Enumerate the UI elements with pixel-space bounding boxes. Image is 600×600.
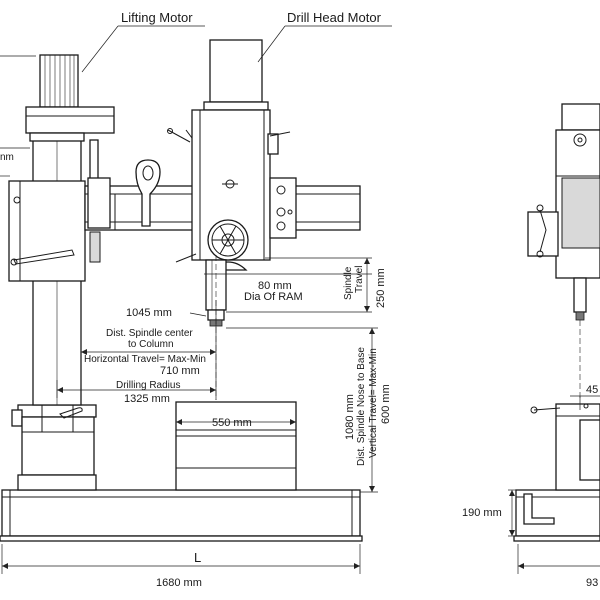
base-plate — [0, 489, 363, 542]
drill-head-motor — [203, 39, 269, 111]
side-view — [513, 103, 600, 542]
spindle-travel-label-2: Travel — [354, 266, 365, 293]
top-left-fragment-label: nm — [0, 152, 14, 163]
base-length-symbol: L — [194, 550, 201, 565]
side-45-fragment: 45 — [586, 384, 598, 396]
side-93-fragment: 93 — [586, 577, 598, 589]
spindle-travel-label-1: Spindle — [343, 266, 354, 300]
horizontal-travel-value: 710 mm — [160, 365, 200, 377]
dist-spindle-column-label-2: to Column — [128, 339, 174, 350]
dist-spindle-column-label-1: Dist. Spindle center — [106, 328, 193, 339]
column-base-housing — [11, 404, 97, 491]
lifting-motor — [25, 54, 115, 187]
vertical-travel-value: 600 mm — [380, 384, 392, 424]
arm-sleeve — [8, 180, 86, 282]
horizontal-travel-label: Horizontal Travel= Max-Min — [84, 354, 206, 365]
nose-base-label: Dist. Spindle Nose to Base — [356, 347, 367, 466]
lifting-eye — [135, 159, 161, 227]
front-view — [0, 39, 363, 542]
drilling-radius-label: Drilling Radius — [116, 380, 180, 391]
work-table — [175, 401, 297, 491]
ram-dia-value: 80 mm — [258, 280, 292, 292]
annotations: Lifting Motor Drill Head Motor nm 80 mm … — [0, 10, 600, 589]
drilling-radius-value: 1325 mm — [124, 393, 170, 405]
base-length-value: 1680 mm — [156, 577, 202, 589]
ram-dia-label: Dia Of RAM — [244, 291, 303, 303]
spindle-travel-value: 250 mm — [375, 268, 387, 308]
base-height-value: 190 mm — [462, 507, 502, 519]
nose-base-value: 1080 mm — [344, 394, 356, 440]
lifting-motor-label: Lifting Motor — [121, 10, 193, 25]
dist-spindle-column-value: 1045 mm — [126, 307, 172, 319]
table-width-value: 550 mm — [212, 417, 252, 429]
vertical-travel-label: Vertical Travel= Max-Min — [368, 348, 379, 458]
drill-head-motor-label: Drill Head Motor — [287, 10, 382, 25]
